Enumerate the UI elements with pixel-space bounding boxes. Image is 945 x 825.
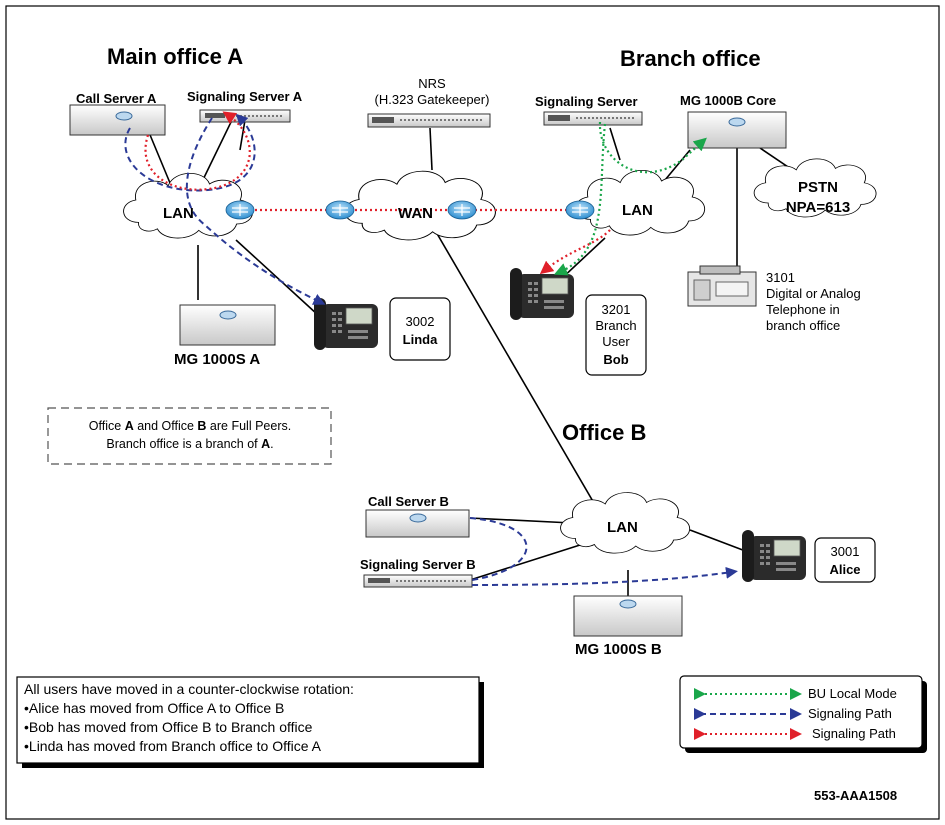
router-icon <box>565 200 595 220</box>
mg1000s-b-label: MG 1000S B <box>575 641 662 658</box>
signaling-path-red-bob <box>539 229 611 275</box>
office-b-title: Office B <box>562 420 646 445</box>
analog-telephone-icon <box>687 265 757 307</box>
signaling-server-b-icon <box>363 574 473 588</box>
signaling-server-a-label: Signaling Server A <box>187 89 303 104</box>
router-icon <box>447 200 477 220</box>
signaling-server-b-label: Signaling Server B <box>360 557 476 572</box>
peers-note-box <box>47 407 332 465</box>
nrs-label: NRS <box>418 76 446 91</box>
mg1000s-a-icon <box>179 304 276 346</box>
signaling-path-blue-alice <box>471 566 738 586</box>
signaling-path-red <box>144 111 251 191</box>
nrs-gatekeeper-label: (H.323 Gatekeeper) <box>375 92 490 107</box>
signaling-server-branch-icon <box>543 111 643 126</box>
legend-label-signaling-red: Signaling Path <box>812 726 896 741</box>
bob-line2: Branch <box>595 318 636 333</box>
analog-line2: Digital or Analog <box>766 286 861 301</box>
pstn-npa-label: NPA=613 <box>786 199 850 216</box>
call-server-b-label: Call Server B <box>368 494 449 509</box>
analog-ext: 3101 <box>766 270 795 285</box>
lan-branch-label: LAN <box>622 202 653 219</box>
moves-note-item: •Alice has moved from Office A to Office… <box>24 700 284 716</box>
router-icon <box>225 200 255 220</box>
signaling-server-branch-label: Signaling Server <box>535 94 638 109</box>
figure-id: 553-AAA1508 <box>814 788 897 803</box>
branch-office-title: Branch office <box>620 46 761 71</box>
alice-name: Alice <box>829 562 860 577</box>
mg1000s-a-label: MG 1000S A <box>174 351 260 368</box>
linda-label-box <box>389 297 451 361</box>
bob-label-box <box>585 294 647 376</box>
moves-note-box <box>16 676 480 764</box>
bob-name: Bob <box>603 352 628 367</box>
call-server-a-label: Call Server A <box>76 91 157 106</box>
signaling-path-blue-b <box>469 517 528 581</box>
router-icon <box>325 200 355 220</box>
bob-phone-icon <box>509 267 575 321</box>
linda-ext: 3002 <box>406 314 435 329</box>
moves-note-title: All users have moved in a counter-clockw… <box>24 681 354 697</box>
lan-a-label: LAN <box>163 205 194 222</box>
call-server-a-icon <box>69 104 166 136</box>
nrs-server-icon <box>367 113 491 128</box>
main-office-title: Main office A <box>107 44 243 69</box>
pstn-label: PSTN <box>798 179 838 196</box>
mg1000b-core-icon <box>687 111 787 149</box>
peers-note-line1: Office A and Office B are Full Peers. <box>89 419 291 433</box>
mg1000b-core-label: MG 1000B Core <box>680 93 776 108</box>
analog-line4: branch office <box>766 318 840 333</box>
moves-note-item: •Bob has moved from Office B to Branch o… <box>24 719 313 735</box>
bob-line3: User <box>602 334 630 349</box>
linda-phone-icon <box>313 297 379 351</box>
bob-ext: 3201 <box>602 302 631 317</box>
alice-phone-icon <box>741 529 807 583</box>
wan-label: WAN <box>398 205 433 222</box>
call-server-b-icon <box>365 509 470 538</box>
moves-note-item: •Linda has moved from Branch office to O… <box>24 738 322 754</box>
legend-label-signaling-blue: Signaling Path <box>808 706 892 721</box>
signaling-server-a-icon <box>199 109 291 123</box>
linda-name: Linda <box>403 332 438 347</box>
peers-note-line2: Branch office is a branch of A. <box>106 437 273 451</box>
alice-ext: 3001 <box>831 544 860 559</box>
analog-line3: Telephone in <box>766 302 840 317</box>
signaling-path-blue <box>124 113 256 192</box>
legend-label-bu-local: BU Local Mode <box>808 686 897 701</box>
alice-label-box <box>814 537 876 583</box>
bu-local-mode-path-bob <box>553 123 607 276</box>
mg1000s-b-icon <box>573 595 683 637</box>
lan-b-label: LAN <box>607 519 638 536</box>
